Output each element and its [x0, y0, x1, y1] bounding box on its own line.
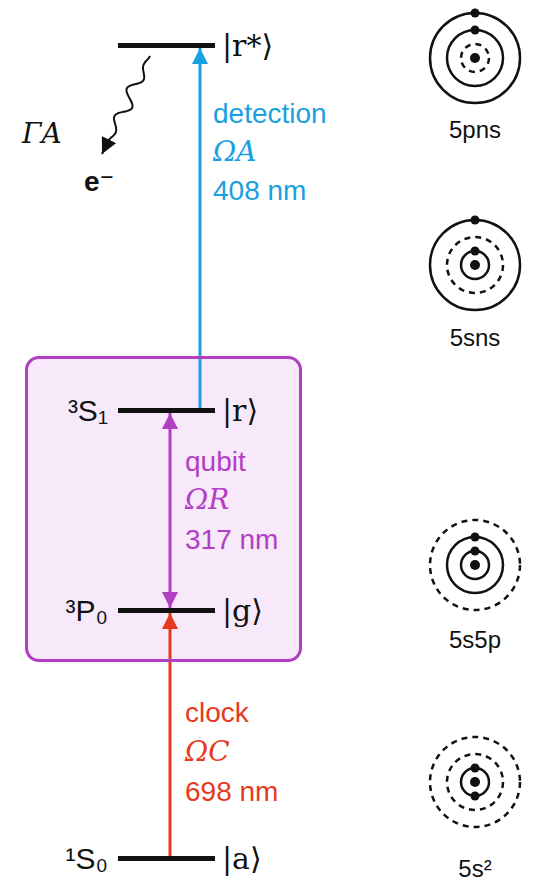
term-symbol: ³P₀ — [66, 596, 108, 626]
transition-arrow — [169, 613, 172, 856]
state-ket: |a⟩ — [222, 844, 262, 874]
qubit-region-fill — [25, 356, 302, 662]
orbital-picture — [430, 520, 520, 610]
state-ket: |r*⟩ — [222, 31, 273, 61]
qubit-region: ³S₁|r⟩³P₀|g⟩ — [25, 356, 302, 662]
qubit-region-fill — [25, 356, 302, 662]
decay-label: e⁻ — [84, 166, 114, 198]
term-symbol: ³S₁ — [68, 396, 108, 426]
transition-label: ΩR — [185, 484, 229, 516]
decay-wiggle — [102, 56, 150, 154]
term-symbol: ¹S₀ — [66, 844, 108, 874]
energy-level: |r*⟩ — [118, 43, 215, 48]
transition-label: clock — [185, 697, 249, 729]
transition-label: 317 nm — [185, 524, 278, 556]
configuration-label: 5s5p — [449, 626, 501, 654]
transition-label: detection — [213, 98, 327, 130]
orbital-picture — [430, 216, 520, 311]
transition-label: ΩC — [185, 736, 230, 768]
transition-arrow — [199, 48, 202, 408]
decay-label: ΓA — [22, 118, 62, 150]
transition-label: qubit — [185, 446, 246, 478]
configuration-label: 5sns — [450, 324, 501, 352]
orbital-picture — [430, 737, 520, 827]
configuration-label: 5s² — [458, 855, 491, 883]
transition-label: 698 nm — [185, 776, 278, 808]
transition-label: 408 nm — [213, 175, 306, 207]
configuration-label: 5pns — [449, 116, 501, 144]
state-ket: |r⟩ — [222, 396, 258, 426]
transition-label: ΩA — [213, 136, 256, 168]
energy-level: ³P₀|g⟩ — [118, 608, 215, 613]
orbital-picture — [430, 9, 520, 104]
energy-level: ¹S₀|a⟩ — [118, 856, 215, 861]
energy-level: ³S₁|r⟩ — [118, 408, 215, 413]
state-ket: |g⟩ — [222, 596, 263, 626]
transition-arrow — [169, 413, 172, 608]
